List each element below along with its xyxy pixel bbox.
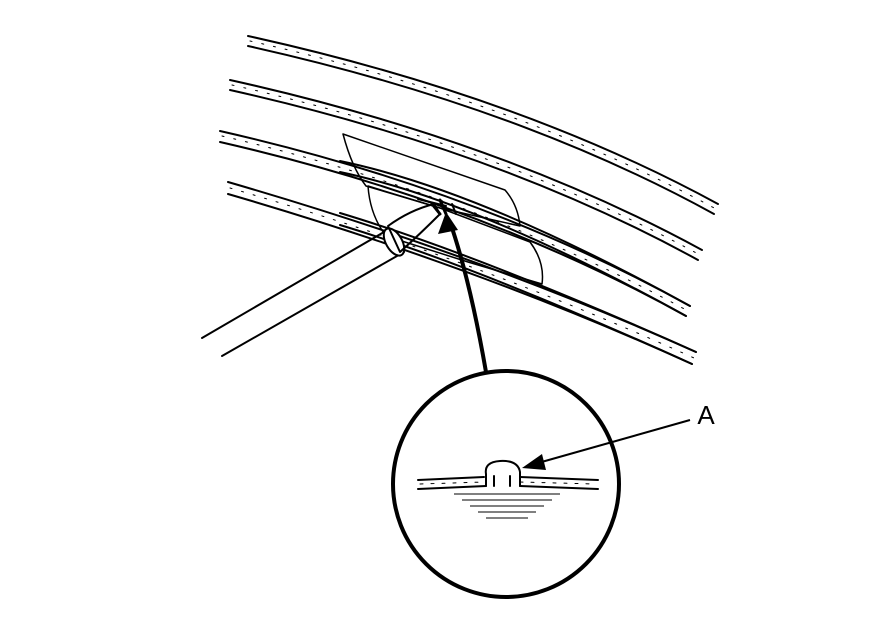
callout-arrowhead xyxy=(522,454,546,470)
leader-arrowhead xyxy=(438,212,458,234)
contour-band-3 xyxy=(219,130,691,317)
callout-label: A xyxy=(697,400,715,430)
magnifier-circle xyxy=(391,369,621,599)
contour-band-1 xyxy=(247,35,719,215)
applicator-tool xyxy=(201,202,442,357)
magnifier-detail xyxy=(391,369,621,599)
contour-band-2 xyxy=(229,79,703,261)
callout-a: A xyxy=(522,400,715,470)
shading-lines xyxy=(454,493,560,519)
masking-tape xyxy=(339,133,697,365)
leader-arrow xyxy=(438,212,488,374)
applicator-barrel xyxy=(201,231,405,357)
tape-lower xyxy=(367,185,544,285)
callout-leader-line xyxy=(537,419,691,464)
resin-bead xyxy=(484,459,521,487)
